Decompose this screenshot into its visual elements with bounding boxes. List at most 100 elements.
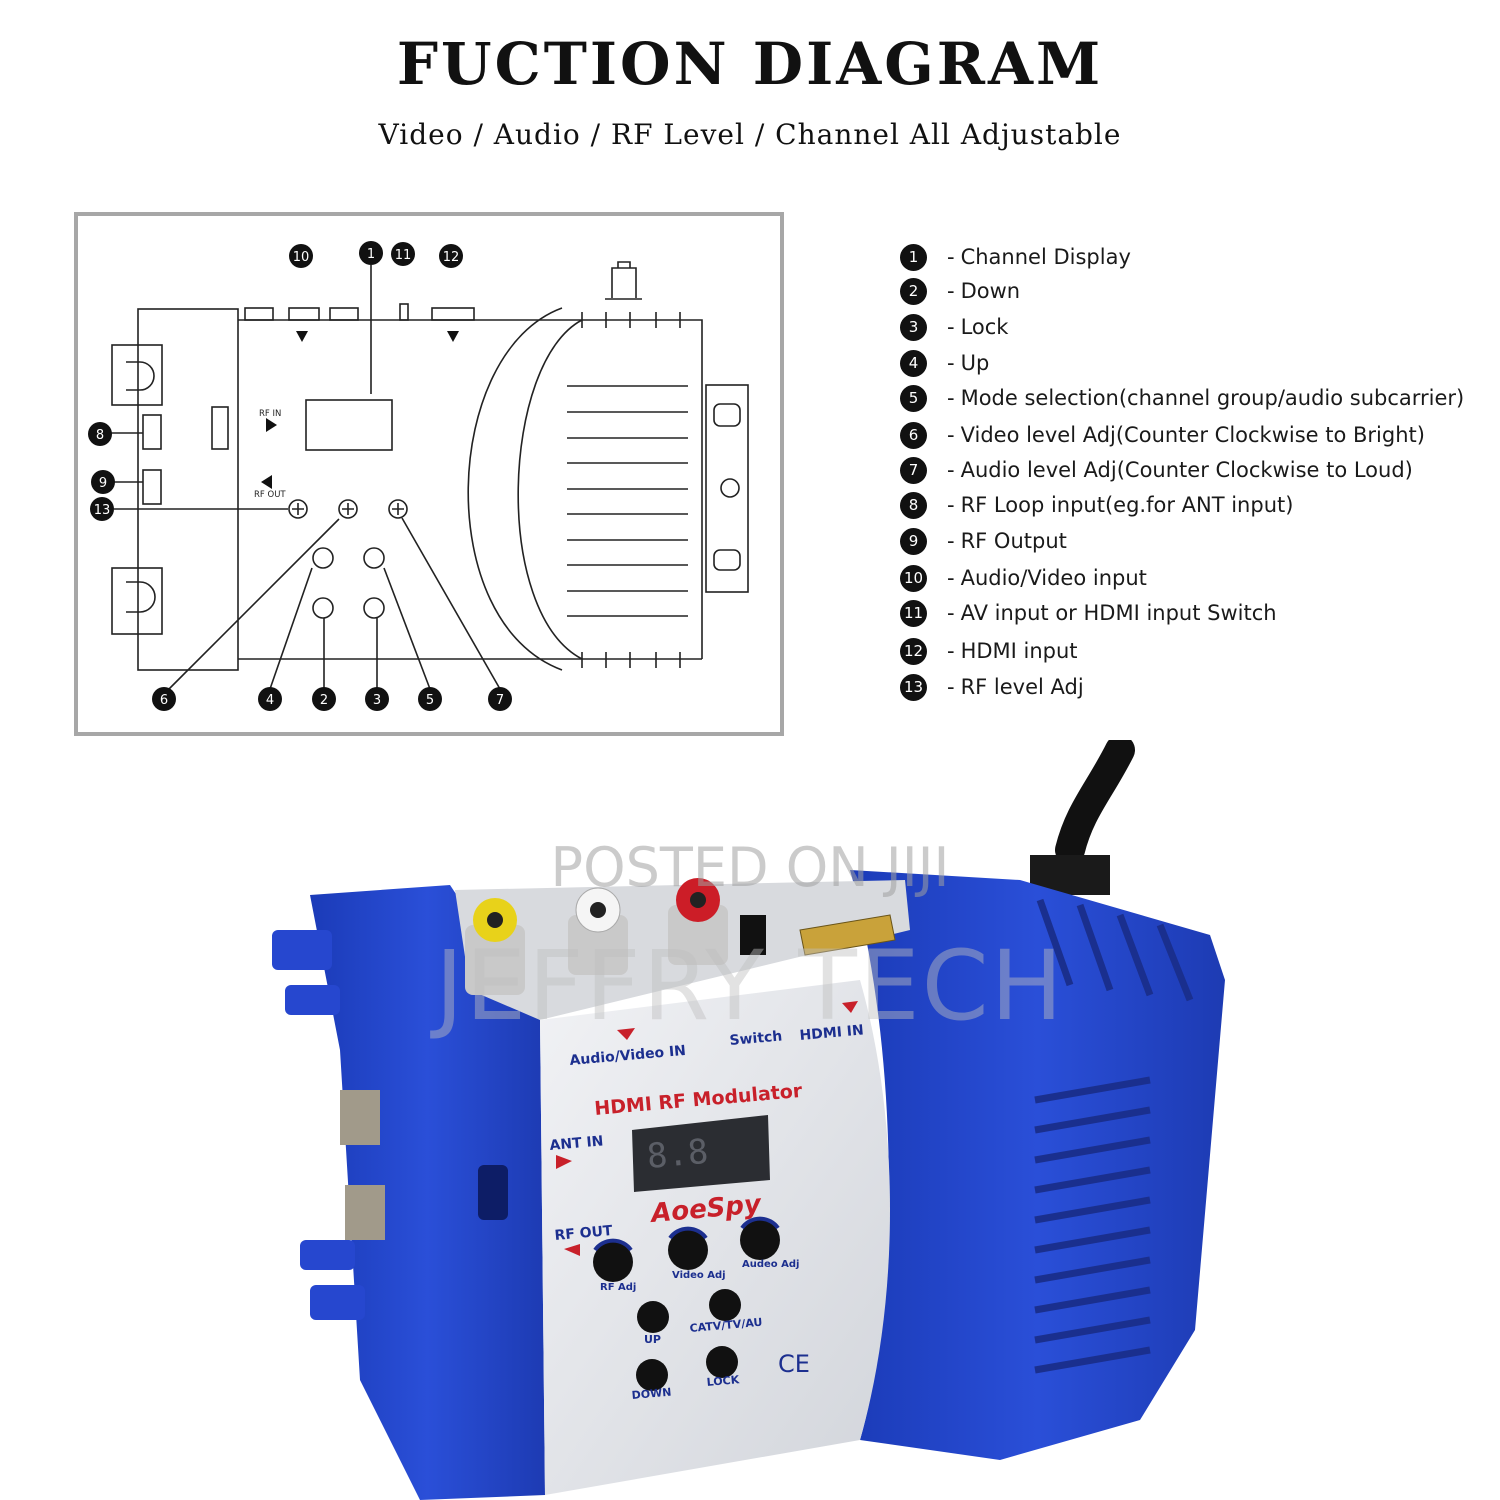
legend-text: Audio/Video input <box>960 566 1147 590</box>
legend-item: 1-Channel Display <box>900 242 1131 272</box>
rf-adj-label: RF Adj <box>600 1282 636 1293</box>
down-label: DOWN <box>631 1386 672 1402</box>
legend-text: Down <box>960 279 1021 303</box>
legend-text: Audio level Adj(Counter Clockwise to Lou… <box>960 458 1413 482</box>
legend-item: 2-Down <box>900 276 1020 306</box>
switch-label: Switch <box>729 1028 783 1049</box>
up-button[interactable] <box>637 1301 669 1333</box>
legend-number: 10 <box>900 564 927 592</box>
legend-text: RF level Adj <box>960 675 1084 699</box>
legend-number: 8 <box>900 491 927 519</box>
display-digits: 8.8 <box>645 1132 710 1177</box>
legend-item: 9-RF Output <box>900 526 1067 556</box>
legend-number: 7 <box>900 456 927 484</box>
audio-adj-label: Audeo Adj <box>742 1259 799 1270</box>
legend-number: 6 <box>900 421 927 449</box>
audio-adj-knob[interactable] <box>740 1216 780 1260</box>
legend-item: 3-Lock <box>900 312 1008 342</box>
svg-text:5: 5 <box>426 693 434 708</box>
callout-8: 8 <box>88 422 112 446</box>
callout-2: 2 <box>312 687 336 711</box>
vent-slots <box>1034 898 1194 1374</box>
legend-number: 4 <box>900 349 927 377</box>
switch-toggle[interactable] <box>740 915 766 955</box>
svg-text:12: 12 <box>443 250 460 265</box>
legend-text: HDMI input <box>960 639 1078 663</box>
legend-number: 2 <box>900 277 927 305</box>
legend-item: 12-HDMI input <box>900 636 1078 666</box>
svg-text:6: 6 <box>160 693 168 708</box>
device-line-drawing: RF IN RF OUT 10 1 11 12 8 9 13 6 4 2 3 5… <box>88 241 749 711</box>
legend-item: 6-Video level Adj(Counter Clockwise to B… <box>900 420 1425 450</box>
left-end-cap <box>310 885 545 1500</box>
video-adj-knob[interactable] <box>668 1226 708 1270</box>
hdmi-port[interactable] <box>799 914 896 956</box>
legend-text: Up <box>960 351 990 375</box>
power-cable <box>1055 740 1135 865</box>
legend-number: 5 <box>900 384 927 412</box>
svg-text:10: 10 <box>293 250 310 265</box>
rf-in-label: RF IN <box>259 409 281 419</box>
legend-text: Video level Adj(Counter Clockwise to Bri… <box>960 423 1425 447</box>
legend-item: 5-Mode selection(channel group/audio sub… <box>900 383 1464 413</box>
mode-button[interactable] <box>709 1289 741 1321</box>
left-end-cap <box>137 308 239 671</box>
legend-item: 11-AV input or HDMI input Switch <box>900 598 1277 628</box>
f-connector-out <box>345 1185 385 1240</box>
page-title: FUCTION DIAGRAM <box>396 30 1104 98</box>
svg-text:3: 3 <box>373 693 381 708</box>
callout-12: 12 <box>439 244 463 268</box>
hdmi-in-label: HDMI IN <box>799 1022 864 1044</box>
cable-strain-relief <box>1030 855 1110 895</box>
down-button[interactable] <box>636 1359 668 1391</box>
callout-11: 11 <box>391 242 415 266</box>
svg-text:4: 4 <box>266 693 274 708</box>
rca-yellow <box>465 898 525 995</box>
legend-text: AV input or HDMI input Switch <box>960 601 1277 625</box>
rca-white <box>568 887 628 975</box>
svg-text:9: 9 <box>99 476 107 491</box>
rca-red <box>668 878 728 965</box>
bracket-tab <box>272 930 332 970</box>
svg-text:7: 7 <box>496 693 504 708</box>
channel-display-outline <box>305 399 393 451</box>
legend-number: 13 <box>900 673 927 701</box>
video-adj-label: Video Adj <box>672 1270 726 1281</box>
legend-number: 12 <box>900 637 927 665</box>
legend-text: Mode selection(channel group/audio subca… <box>960 386 1465 410</box>
legend-item: 7-Audio level Adj(Counter Clockwise to L… <box>900 455 1413 485</box>
front-panel <box>540 980 890 1495</box>
callout-3: 3 <box>365 687 389 711</box>
up-label: UP <box>644 1333 661 1346</box>
callout-10: 10 <box>289 244 313 268</box>
legend-item: 4-Up <box>900 348 989 378</box>
callout-6: 6 <box>152 687 176 711</box>
lock-label: LOCK <box>706 1373 740 1389</box>
legend-text: RF Loop input(eg.for ANT input) <box>960 493 1294 517</box>
svg-text:11: 11 <box>395 248 412 263</box>
f-connector-in <box>340 1090 380 1145</box>
ce-mark: CE <box>778 1350 810 1378</box>
rf-adj-knob[interactable] <box>593 1238 633 1282</box>
ant-in-label: ANT IN <box>549 1133 604 1154</box>
right-housing <box>850 870 1225 1460</box>
svg-text:8: 8 <box>96 428 104 443</box>
callout-13: 13 <box>90 497 114 521</box>
legend-number: 9 <box>900 527 927 555</box>
rf-out-label: RF OUT <box>254 490 286 500</box>
legend-item: 10-Audio/Video input <box>900 563 1147 593</box>
channel-display <box>632 1115 770 1192</box>
product-photo: Audio/Video IN Switch HDMI IN HDMI RF Mo… <box>272 740 1225 1500</box>
page-subtitle: Video / Audio / RF Level / Channel All A… <box>378 118 1122 151</box>
svg-text:13: 13 <box>94 503 111 518</box>
legend-item: 13-RF level Adj <box>900 672 1084 702</box>
legend-number: 11 <box>900 599 927 627</box>
legend-number: 1 <box>900 243 927 271</box>
function-diagram: RF IN RF OUT 10 1 11 12 8 9 13 6 4 2 3 5… <box>74 212 784 736</box>
callout-5: 5 <box>418 687 442 711</box>
lock-button[interactable] <box>706 1346 738 1378</box>
legend-text: Channel Display <box>960 245 1131 269</box>
rf-out-label: RF OUT <box>554 1223 614 1244</box>
callout-1: 1 <box>359 241 383 265</box>
legend-item: 8-RF Loop input(eg.for ANT input) <box>900 490 1293 520</box>
